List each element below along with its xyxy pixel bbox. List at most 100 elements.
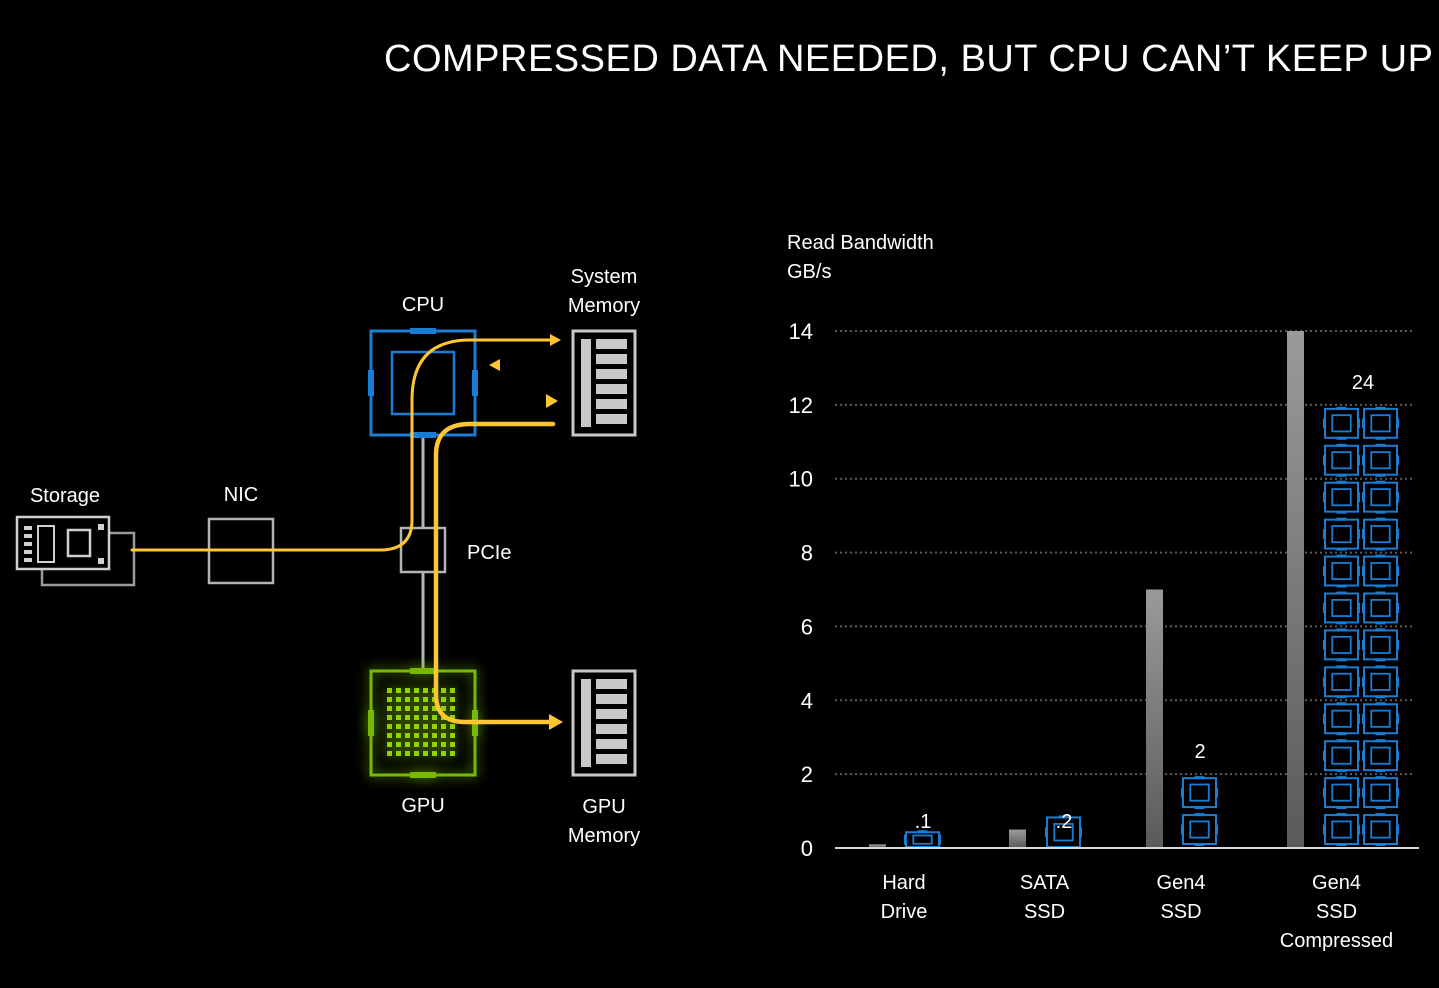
gpu-core-dot [414,697,419,702]
gpu-core-dot [450,742,455,747]
cpu-core-icon [1362,702,1399,736]
gpu-core-dot [450,751,455,756]
y-tick-label: 0 [801,836,813,861]
cpu-label: CPU [402,294,444,316]
flow-storage-to-cpu [130,338,552,552]
arrow-head-icon [546,394,558,408]
gpu-chip-icon [368,668,478,778]
gpu-core-dot [405,688,410,693]
gpu-core-dot [432,742,437,747]
arrow-head-icon [550,334,561,346]
pcie-label: PCIe [467,542,511,564]
cpu-core-icon [1362,480,1399,514]
gpu-core-dot [423,715,428,720]
arrow-head-icon [489,359,500,371]
x-category-label: Gen4 [1312,872,1361,894]
gpu-core-dot [450,697,455,702]
gpu-core-dot [387,751,392,756]
storage-icon [15,515,136,587]
gpu-core-dot [450,688,455,693]
gpu-core-dot [405,742,410,747]
gpu-core-dot [441,706,446,711]
y-tick-label: 10 [789,467,813,492]
gpu-core-dot [396,724,401,729]
y-tick-label: 4 [801,688,813,713]
x-category-label: Gen4 [1157,872,1206,894]
storage-label: Storage [30,485,100,507]
x-category-label: SSD [1024,901,1065,923]
cpu-core-icon [1362,776,1399,810]
cpu-core-icon [1181,776,1218,810]
gpu-memory-icon [571,669,637,777]
y-tick-label: 2 [801,762,813,787]
cpu-core-icon [1323,776,1360,810]
x-category-label: Hard [882,872,925,894]
x-category-label: Drive [881,901,928,923]
gpu-core-dot [396,697,401,702]
gpu-core-dot [387,742,392,747]
system-memory-label-line1: System [571,266,638,288]
gpu-core-dot [432,715,437,720]
cpu-core-icon [1323,554,1360,588]
cpu-core-icon [1362,406,1399,440]
gpu-core-dot [387,715,392,720]
bandwidth-bar [869,844,886,848]
flow-memory-to-gpu-memory [433,421,556,725]
cpu-core-icon [1362,665,1399,699]
cpu-core-icon [1181,813,1218,846]
cpu-core-icon [1362,628,1399,662]
cpu-core-icon [1362,813,1399,846]
gpu-core-dot [423,751,428,756]
x-category-label: SSD [1316,901,1357,923]
y-tick-label: 12 [789,393,813,418]
cpu-core-icon [1323,443,1360,477]
gpu-label: GPU [401,795,444,817]
x-category-label: Compressed [1280,930,1393,952]
nic-label: NIC [224,484,258,506]
gpu-core-dot [396,688,401,693]
arrow-head-icon [549,714,563,730]
cpu-core-icon [1323,739,1360,773]
gpu-core-dot [387,733,392,738]
data-flow-paths [130,334,563,730]
x-category-label: SATA [1020,872,1070,894]
gpu-core-dot [423,724,428,729]
y-axis-title-line1: Read Bandwidth [787,232,934,254]
gpu-core-dot [423,697,428,702]
cpu-core-icon [1323,406,1360,440]
gpu-core-dot [405,733,410,738]
cpu-core-icon [1323,628,1360,662]
gpu-core-dot [405,697,410,702]
gpu-core-dot [441,742,446,747]
bandwidth-bar [1287,331,1304,848]
gpu-core-dot [441,724,446,729]
gpu-core-dot [414,706,419,711]
core-count-label: 2 [1194,741,1205,763]
gpu-core-dot [432,751,437,756]
gpu-core-dot [450,724,455,729]
system-memory-label-line2: Memory [568,295,640,317]
cpu-core-icon [1362,517,1399,551]
gpu-core-dot [387,724,392,729]
cpu-core-icon [1362,591,1399,625]
bandwidth-bar [1009,829,1026,848]
x-category-label: SSD [1160,901,1201,923]
cpu-core-icon [1362,443,1399,477]
system-memory-icon [571,329,637,437]
y-axis-title-line2: GB/s [787,261,831,283]
gpu-core-dot [414,751,419,756]
cpu-core-icon [1323,591,1360,625]
gpu-core-dot [387,688,392,693]
gpu-core-dot [441,733,446,738]
gpu-core-dot [441,751,446,756]
gpu-core-dot [396,742,401,747]
gpu-core-dot [396,733,401,738]
y-tick-label: 6 [801,614,813,639]
gpu-memory-label-line1: GPU [582,796,625,818]
gpu-core-dot [423,742,428,747]
gpu-core-dot [450,715,455,720]
cpu-chip-icon [368,328,478,438]
architecture-diagram: Storage NIC PCIe CPU System [15,266,640,847]
